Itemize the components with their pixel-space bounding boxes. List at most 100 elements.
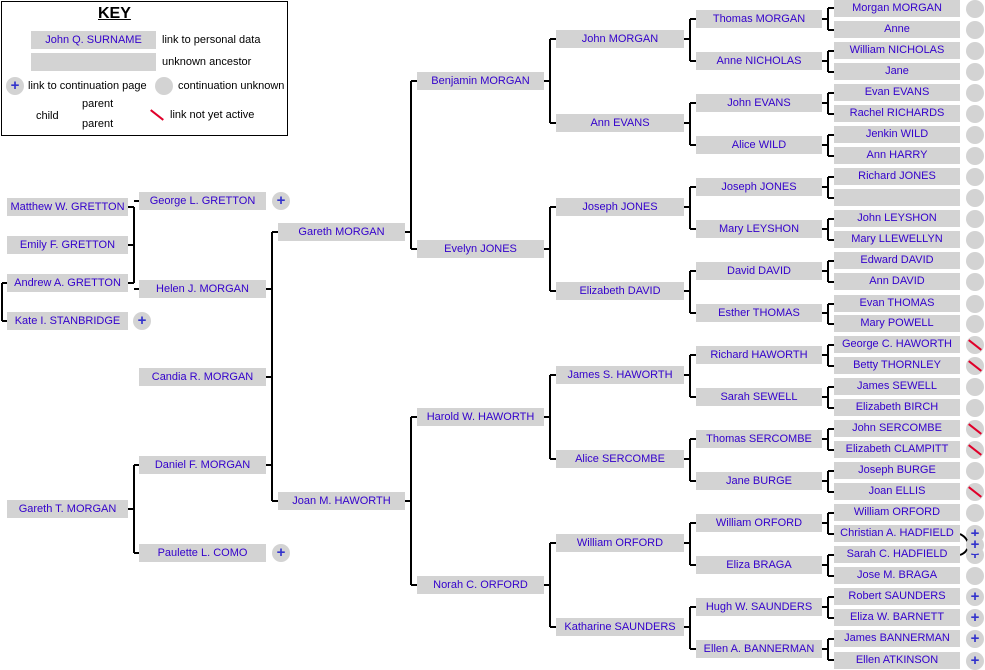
key-parent-label-1: parent xyxy=(82,98,114,110)
person-evelyn-jones[interactable]: Evelyn JONES xyxy=(417,240,544,258)
person-gen5[interactable]: Jenkin WILD xyxy=(834,126,960,143)
person-gen5[interactable]: Joan ELLIS xyxy=(834,483,960,500)
person-gen5[interactable]: Jose M. BRAGA xyxy=(834,567,960,584)
red-slash-icon xyxy=(968,360,982,372)
person-sibling-helen[interactable]: Helen J. MORGAN xyxy=(139,280,266,298)
continuation-unknown-icon xyxy=(966,84,984,102)
continuation-unknown-icon xyxy=(966,567,984,585)
person-gen3[interactable]: Katharine SAUNDERS xyxy=(556,618,684,636)
person-gen5[interactable]: Christian A. HADFIELD xyxy=(834,525,960,542)
person-gen4[interactable]: Jane BURGE xyxy=(696,472,822,490)
person-gen5[interactable]: John SERCOMBE xyxy=(834,420,960,437)
person-gen4[interactable]: David DAVID xyxy=(696,262,822,280)
person-gen4[interactable]: Mary LEYSHON xyxy=(696,220,822,238)
person-gen5[interactable]: Ann DAVID xyxy=(834,273,960,290)
red-slash-icon xyxy=(968,423,982,435)
key-continuation-label: link to continuation page xyxy=(28,80,147,92)
person-kate-stanbridge[interactable]: Kate I. STANBRIDGE xyxy=(7,312,128,330)
person-gen4[interactable]: Sarah SEWELL xyxy=(696,388,822,406)
key-example-person[interactable]: John Q. SURNAME xyxy=(31,31,156,49)
continuation-plus-icon[interactable]: + xyxy=(133,312,151,330)
person-harold-haworth[interactable]: Harold W. HAWORTH xyxy=(417,408,544,426)
person-gen5[interactable]: Evan THOMAS xyxy=(834,295,960,312)
person-gen5[interactable]: Eliza W. BARNETT xyxy=(834,609,960,626)
continuation-plus-icon[interactable]: + xyxy=(966,652,984,670)
person-gen5[interactable]: James BANNERMAN xyxy=(834,630,960,647)
person-gen3[interactable]: Elizabeth DAVID xyxy=(556,282,684,300)
continuation-plus-icon[interactable]: + xyxy=(272,192,290,210)
person-mother[interactable]: Paulette L. COMO xyxy=(139,544,266,562)
person-gen5[interactable]: Robert SAUNDERS xyxy=(834,588,960,605)
person-gen3[interactable]: William ORFORD xyxy=(556,534,684,552)
person-father[interactable]: Daniel F. MORGAN xyxy=(139,456,266,474)
person-gen5[interactable]: Rachel RICHARDS xyxy=(834,105,960,122)
person-sibling-candia[interactable]: Candia R. MORGAN xyxy=(139,368,266,386)
person-gen4[interactable]: John EVANS xyxy=(696,94,822,112)
person-gen5[interactable]: Ellen ATKINSON xyxy=(834,652,960,669)
continuation-unknown-icon xyxy=(966,42,984,60)
person-gen3[interactable]: Ann EVANS xyxy=(556,114,684,132)
person-gen5[interactable]: Elizabeth BIRCH xyxy=(834,399,960,416)
person-gareth-morgan[interactable]: Gareth MORGAN xyxy=(278,223,405,241)
person-gen5[interactable]: John LEYSHON xyxy=(834,210,960,227)
person-subject[interactable]: Gareth T. MORGAN xyxy=(7,500,128,518)
person-joan-haworth[interactable]: Joan M. HAWORTH xyxy=(278,492,405,510)
person-gen4[interactable]: Ellen A. BANNERMAN xyxy=(696,640,822,658)
person-gen4[interactable]: William ORFORD xyxy=(696,514,822,532)
person-george-gretton[interactable]: George L. GRETTON xyxy=(139,192,266,210)
continuation-plus-icon[interactable]: + xyxy=(966,630,984,648)
person-gen5[interactable]: William ORFORD xyxy=(834,504,960,521)
person-gen3[interactable]: James S. HAWORTH xyxy=(556,366,684,384)
person-gen5[interactable]: George C. HAWORTH xyxy=(834,336,960,353)
continuation-unknown-icon xyxy=(966,210,984,228)
person-benjamin-morgan[interactable]: Benjamin MORGAN xyxy=(417,72,544,90)
continuation-plus-icon[interactable]: + xyxy=(966,609,984,627)
person-gen5[interactable]: Richard JONES xyxy=(834,168,960,185)
inactive-link-icon xyxy=(966,357,984,375)
continuation-plus-icon[interactable]: + xyxy=(966,536,984,554)
person-gen5[interactable]: William NICHOLAS xyxy=(834,42,960,59)
person-gen5[interactable]: Betty THORNLEY xyxy=(834,357,960,374)
person-matthew-gretton[interactable]: Matthew W. GRETTON xyxy=(7,198,128,216)
person-gen4[interactable]: Eliza BRAGA xyxy=(696,556,822,574)
person-gen5[interactable]: Mary LLEWELLYN xyxy=(834,231,960,248)
person-emily-gretton[interactable]: Emily F. GRETTON xyxy=(7,236,128,254)
key-parent-label-2: parent xyxy=(82,118,114,130)
person-gen4[interactable]: Richard HAWORTH xyxy=(696,346,822,364)
inactive-link-icon xyxy=(966,441,984,459)
person-gen4[interactable]: Hugh W. SAUNDERS xyxy=(696,598,822,616)
continuation-unknown-icon xyxy=(966,189,984,207)
person-gen3[interactable]: Alice SERCOMBE xyxy=(556,450,684,468)
person-gen5[interactable]: Sarah C. HADFIELD xyxy=(834,546,960,563)
person-gen5[interactable]: Joseph BURGE xyxy=(834,462,960,479)
person-gen5[interactable]: Elizabeth CLAMPITT xyxy=(834,441,960,458)
person-gen5[interactable]: Mary POWELL xyxy=(834,315,960,332)
continuation-unknown-icon xyxy=(966,399,984,417)
continuation-unknown-icon xyxy=(966,0,984,18)
person-andrew-gretton[interactable]: Andrew A. GRETTON xyxy=(7,274,128,292)
person-gen5[interactable]: Jane xyxy=(834,63,960,80)
key-title: KEY xyxy=(98,5,131,22)
person-gen4[interactable]: Thomas SERCOMBE xyxy=(696,430,822,448)
person-gen4[interactable]: Thomas MORGAN xyxy=(696,10,822,28)
person-gen4[interactable]: Alice WILD xyxy=(696,136,822,154)
person-gen5[interactable]: James SEWELL xyxy=(834,378,960,395)
continuation-plus-icon[interactable]: + xyxy=(966,588,984,606)
person-gen4[interactable]: Anne NICHOLAS xyxy=(696,52,822,70)
person-norah-orford[interactable]: Norah C. ORFORD xyxy=(417,576,544,594)
continuation-unknown-icon xyxy=(966,126,984,144)
person-gen3[interactable]: John MORGAN xyxy=(556,30,684,48)
person-gen5[interactable]: Ann HARRY xyxy=(834,147,960,164)
continuation-unknown-icon xyxy=(966,504,984,522)
person-gen4[interactable]: Esther THOMAS xyxy=(696,304,822,322)
person-gen5[interactable]: Morgan MORGAN xyxy=(834,0,960,17)
person-gen4[interactable]: Joseph JONES xyxy=(696,178,822,196)
continuation-unknown-icon xyxy=(966,315,984,333)
person-gen5[interactable]: Edward DAVID xyxy=(834,252,960,269)
person-gen3[interactable]: Joseph JONES xyxy=(556,198,684,216)
person-gen5[interactable]: Evan EVANS xyxy=(834,84,960,101)
continuation-plus-icon[interactable]: + xyxy=(272,544,290,562)
person-gen5[interactable]: Anne xyxy=(834,21,960,38)
